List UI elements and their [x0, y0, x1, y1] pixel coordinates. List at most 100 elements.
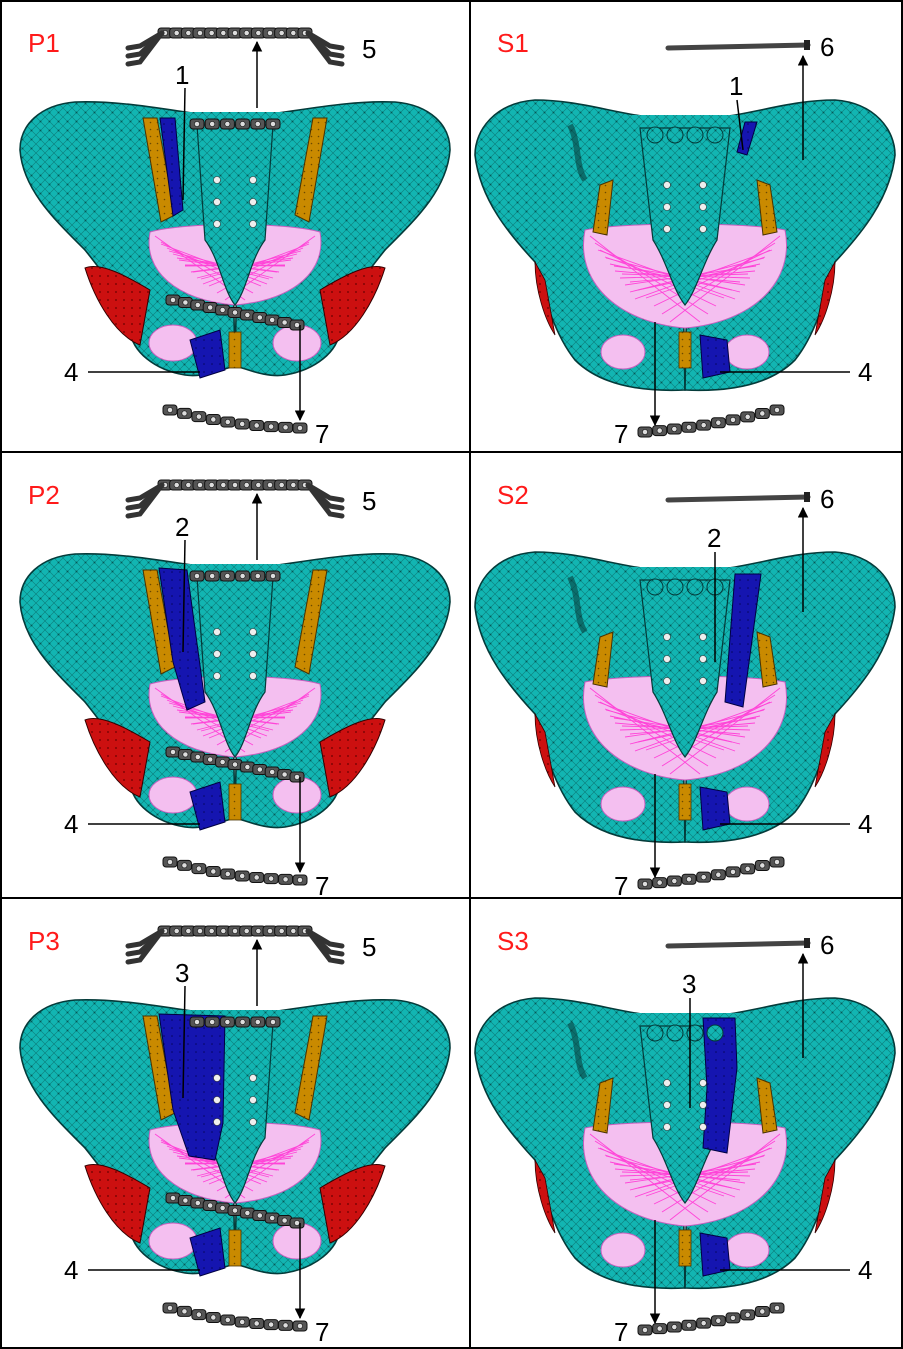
obturator-right: [725, 787, 769, 821]
obturator-left: [149, 1223, 197, 1259]
panel-label: S1: [497, 28, 529, 58]
sacral-foramen: [250, 651, 257, 658]
sacral-foramen: [214, 1119, 221, 1126]
sacral-foramen: [214, 673, 221, 680]
sacral-promontory: [667, 579, 683, 595]
implant-plate-top: [158, 28, 312, 38]
sacral-foramen: [700, 1080, 707, 1087]
sacral-foramen: [700, 656, 707, 663]
anterior-bottom-plate-7: [638, 405, 784, 437]
sacral-foramen: [664, 204, 671, 211]
sacral-foramen: [664, 1124, 671, 1131]
callout-top-implant: 5: [362, 486, 376, 516]
callout-top-implant: 5: [362, 34, 376, 64]
sacral-foramen: [214, 177, 221, 184]
sacral-foramen: [250, 221, 257, 228]
sacral-promontory: [687, 579, 703, 595]
screw-6: [668, 497, 808, 500]
sacral-foramen: [214, 1097, 221, 1104]
callout-fracture: 2: [175, 512, 189, 542]
screw-head: [804, 492, 810, 502]
sacral-foramen: [700, 1102, 707, 1109]
sacral-promontory: [647, 1025, 663, 1041]
obturator-left: [601, 787, 645, 821]
implant-plate-top: [158, 480, 312, 490]
callout-top-implant: 6: [820, 484, 834, 514]
callout-bottom-plate: 7: [315, 419, 329, 449]
callout-pubic: 4: [858, 1255, 872, 1285]
obturator-left: [149, 777, 197, 813]
callout-bottom-plate: 7: [614, 419, 628, 449]
panel-p3: P35473: [20, 926, 450, 1347]
screw-head: [804, 938, 810, 948]
sacral-promontory: [647, 127, 663, 143]
posterior-implant-5: [128, 28, 342, 64]
sacral-foramen: [700, 204, 707, 211]
sacral-foramen: [250, 1097, 257, 1104]
callout-pubic: 4: [64, 1255, 78, 1285]
sacral-foramen: [664, 1102, 671, 1109]
sacral-foramen: [214, 629, 221, 636]
sacral-foramen: [250, 673, 257, 680]
panel-s1: S1 6 4 7 1: [475, 28, 895, 449]
sacral-promontory: [687, 127, 703, 143]
posterior-implant-5: [128, 480, 342, 516]
posterior-bottom-plate-7: [163, 857, 307, 885]
anterior-bottom-plate-7: [638, 1303, 784, 1335]
callout-top-implant: 5: [362, 932, 376, 962]
callout-pubic: 4: [858, 809, 872, 839]
anterior-bottom-plate-7: [638, 857, 784, 889]
panel-p1: P15471: [20, 28, 450, 449]
sacral-promontory: [647, 579, 663, 595]
sacral-promontory: [667, 127, 683, 143]
obturator-right: [725, 1233, 769, 1267]
posterior-bottom-plate-7: [163, 405, 307, 433]
obturator-left: [601, 1233, 645, 1267]
panel-label: P2: [28, 480, 60, 510]
sacral-foramen: [250, 177, 257, 184]
pubic-symphysis: [679, 332, 691, 368]
sacral-foramen: [214, 199, 221, 206]
screw-6: [668, 943, 808, 946]
panel-s3: S36473: [475, 926, 895, 1347]
sacral-foramen: [214, 1075, 221, 1082]
callout-fracture: 1: [175, 60, 189, 90]
callout-pubic: 4: [64, 357, 78, 387]
callout-top-implant: 6: [820, 930, 834, 960]
pubic-symphysis: [679, 784, 691, 820]
callout-bottom-plate: 7: [315, 1317, 329, 1347]
sacral-foramen: [700, 226, 707, 233]
sacral-foramen: [664, 182, 671, 189]
callout-fracture: 1: [729, 71, 743, 101]
sacral-promontory: [667, 1025, 683, 1041]
pubic-symphysis: [229, 784, 241, 820]
sacral-foramen: [214, 651, 221, 658]
obturator-left: [601, 335, 645, 369]
callout-top-implant: 6: [820, 32, 834, 62]
callout-pubic: 4: [858, 357, 872, 387]
sacral-foramen: [250, 1119, 257, 1126]
sacral-foramen: [700, 634, 707, 641]
posterior-bottom-plate-7: [163, 1303, 307, 1331]
obturator-left: [149, 325, 197, 361]
sacral-foramen: [664, 634, 671, 641]
sacral-promontory: [707, 1025, 723, 1041]
sacral-foramen: [700, 1124, 707, 1131]
callout-bottom-plate: 7: [614, 871, 628, 901]
callout-fracture: 3: [175, 958, 189, 988]
panel-label: S2: [497, 480, 529, 510]
screw-6: [668, 45, 808, 48]
callout-bottom-plate: 7: [315, 871, 329, 901]
posterior-implant-5: [128, 926, 342, 962]
implant-plate-top: [158, 926, 312, 936]
sacral-foramen: [700, 182, 707, 189]
sacral-foramen: [664, 656, 671, 663]
pubic-symphysis: [229, 332, 241, 368]
pubic-symphysis: [679, 1230, 691, 1266]
sacral-foramen: [664, 226, 671, 233]
sacral-foramen: [250, 1075, 257, 1082]
pubic-symphysis: [229, 1230, 241, 1266]
